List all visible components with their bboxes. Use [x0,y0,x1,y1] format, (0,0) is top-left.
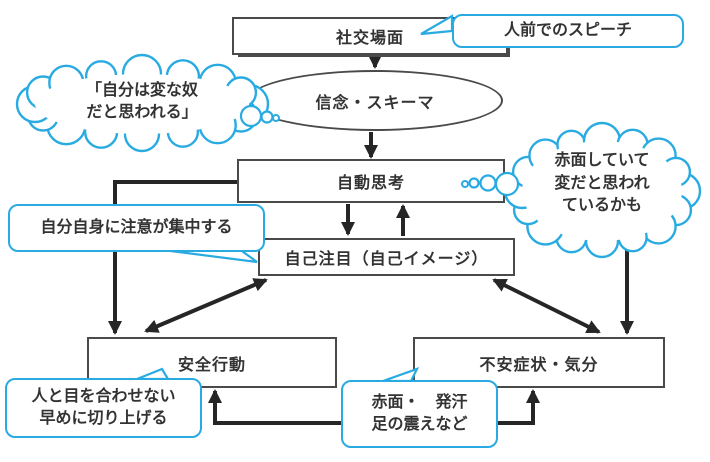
callout-symptom-example-line1: 赤面・ 発汗 [371,394,468,412]
thought-cloud-right-line3: ているかも [561,197,642,215]
callout-safety-example: 人と目を合わせない 早めに切り上げる [5,378,202,438]
callout-self-attention-label: 自分自身に注意が集中する [40,219,233,237]
thought-cloud-left-line1: 「自分は変な奴 [85,81,198,99]
callout-symptom-example: 赤面・ 発汗 足の震えなど [341,380,498,448]
callout-safety-example-line1: 人と目を合わせない [31,388,176,406]
thought-cloud-right: 赤面していて 変だと思われ ているかも [512,145,692,223]
node-social-situation-label: 社交場面 [335,30,404,47]
node-self-focus-label: 自己注目（自己イメージ） [284,251,489,268]
callout-speech-example-label: 人前でのスピーチ [503,22,632,40]
thought-cloud-right-line1: 赤面していて [554,152,650,170]
node-belief-schema: 信念・スキーマ [247,70,503,131]
callout-safety-example-line2: 早めに切り上げる [39,410,168,427]
callout-speech-example: 人前でのスピーチ [452,14,684,48]
thought-cloud-right-line2: 変だと思われ [554,174,650,192]
node-anxiety-symptoms: 不安症状・気分 [413,337,665,388]
node-anxiety-symptoms-label: 不安症状・気分 [479,356,599,374]
node-automatic-thoughts-label: 自動思考 [336,175,405,192]
node-automatic-thoughts: 自動思考 [237,159,505,203]
node-belief-schema-label: 信念・スキーマ [315,94,435,112]
callout-symptom-example-line2: 足の震えなど [371,416,468,433]
thought-cloud-left: 「自分は変な奴 だと思われる」 [35,70,249,134]
arrow-selffocus-anxiety-bidirectional [492,278,601,334]
node-self-focus: 自己注目（自己イメージ） [258,238,515,276]
thought-cloud-left-line2: だと思われる」 [86,104,198,121]
arrow-selffocus-safety-bidirectional [144,278,268,333]
node-safety-behavior-label: 安全行動 [177,356,246,374]
callout-self-attention: 自分自身に注意が集中する [8,204,265,252]
